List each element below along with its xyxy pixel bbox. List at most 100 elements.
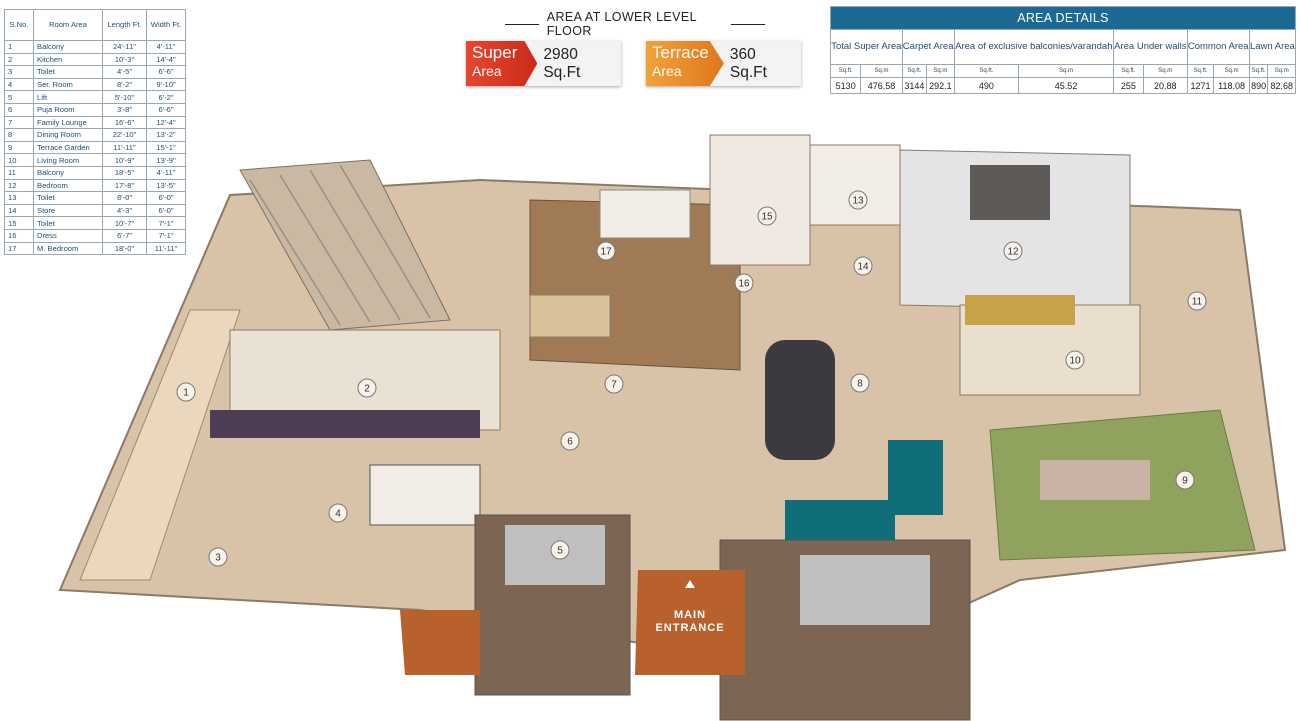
room-marker-label: 16: [738, 279, 750, 290]
room-marker-label: 14: [857, 262, 869, 273]
room-row-sno: 2: [4, 52, 34, 67]
super-area-badge: Super Area 2980 Sq.Ft: [466, 41, 621, 86]
room-row-width: 9'-10": [146, 77, 186, 92]
room-row-room: Toilet: [33, 65, 103, 79]
area-unit: Sq.ft.: [1248, 64, 1269, 78]
room-marker-circle: [850, 373, 870, 393]
side-entrance-mat: [400, 610, 480, 675]
room-marker-circle: [757, 206, 777, 226]
area-value-sqft: 890: [1248, 77, 1269, 94]
room-marker-label: 10: [1069, 356, 1081, 367]
room-row-sno: 10: [4, 153, 34, 167]
area-unit: Sq.m: [860, 64, 903, 78]
room-row-length: 8'-2": [102, 77, 147, 92]
floor-title: AREA AT LOWER LEVEL FLOOR: [505, 10, 765, 38]
area-unit: Sq.ft.: [1112, 64, 1144, 78]
room-marker-label: 6: [567, 437, 573, 448]
terrace-area-tag: Terrace Area: [646, 41, 724, 86]
room-row-length: 4'-5": [102, 65, 147, 79]
room-row-sno: 6: [4, 102, 34, 117]
room-marker-circle: [1187, 291, 1207, 311]
teal-armchair: [888, 440, 943, 515]
area-value-sqm: 292.1: [926, 77, 955, 94]
sno-header: S.No.: [4, 9, 34, 41]
area-value-sqft: 1271: [1186, 77, 1215, 94]
area-unit: Sq.m: [926, 64, 955, 78]
area-value-sqm: 20.88: [1142, 77, 1188, 94]
area-category: Total Super Area: [830, 29, 903, 65]
area-value-sqm: 45.52: [1018, 77, 1114, 94]
balcony-left: [79, 309, 241, 581]
room-marker-circle: [328, 503, 348, 523]
garden-checker-path: [1040, 460, 1150, 500]
width-header: Width Ft.: [146, 9, 186, 41]
area-unit: Sq.ft.: [1186, 64, 1215, 78]
room-marker-circle: [357, 378, 377, 398]
room-row-sno: 14: [4, 203, 34, 218]
room-table-header: S.No. Room Area Length Ft. Width Ft.: [4, 9, 186, 41]
super-area-label-2: Area: [472, 63, 502, 79]
area-category: Lawn Area: [1248, 29, 1297, 65]
area-unit: Sq.m: [1142, 64, 1188, 78]
area-value-sqft: 3144: [901, 77, 928, 94]
area-value-sqm: 82.68: [1267, 77, 1296, 94]
room-row-sno: 9: [4, 140, 34, 155]
area-unit: Sq.ft.: [953, 64, 1020, 78]
area-details-title: AREA DETAILS: [830, 6, 1296, 30]
room-marker-label: 13: [852, 196, 864, 207]
super-area-label-1: Super: [472, 43, 518, 62]
lift-right-shaft: [800, 555, 930, 625]
stair-railing: [249, 164, 431, 326]
terrace-area-label-2: Area: [652, 63, 682, 79]
room-marker-circle: [550, 540, 570, 560]
room-marker-circle: [176, 382, 196, 402]
room-marker-label: 1: [183, 388, 189, 399]
area-category: Common Area: [1186, 29, 1250, 65]
area-category: Area Under walls: [1112, 29, 1188, 65]
lounge-sofa: [529, 294, 611, 338]
room-marker-circle: [734, 273, 754, 293]
entrance-arrow-icon: [685, 580, 695, 588]
terrace-area-value: 360 Sq.Ft: [729, 45, 767, 81]
room-marker-circle: [596, 241, 616, 261]
room-marker-circle: [848, 190, 868, 210]
main-entrance-mat: [635, 570, 745, 675]
room-row-room: Kitchen: [33, 52, 103, 67]
room-row-room: Balcony: [33, 40, 103, 54]
floor-title-text: AREA AT LOWER LEVEL FLOOR: [546, 10, 697, 38]
room-marker-label: 17: [600, 247, 612, 258]
area-value-sqft: 255: [1112, 77, 1144, 94]
room-row-sno: 13: [4, 191, 34, 205]
room-row-sno: 17: [4, 241, 34, 256]
room-marker-circle: [604, 374, 624, 394]
area-category: Carpet Area: [901, 29, 955, 65]
room-row-room: Lift: [33, 90, 103, 104]
area-unit: Sq.ft.: [829, 64, 862, 78]
room-marker-circle: [853, 256, 873, 276]
bedroom-12-bed: [970, 165, 1050, 220]
room-row-sno: 3: [4, 65, 34, 79]
room-area-header: Room Area: [33, 9, 103, 41]
room-marker-label: 12: [1007, 247, 1019, 258]
title-rule-right: [731, 23, 765, 25]
room-row-sno: 8: [4, 128, 34, 142]
area-unit: Sq.m: [1213, 64, 1250, 78]
room-row-length: 24'-11": [102, 40, 147, 54]
room-marker-circle: [208, 547, 228, 567]
room-row-sno: 1: [4, 40, 34, 54]
room-marker-label: 4: [335, 509, 341, 520]
terrace-area-label-1: Terrace: [652, 43, 709, 62]
room-row-sno: 11: [4, 165, 34, 180]
